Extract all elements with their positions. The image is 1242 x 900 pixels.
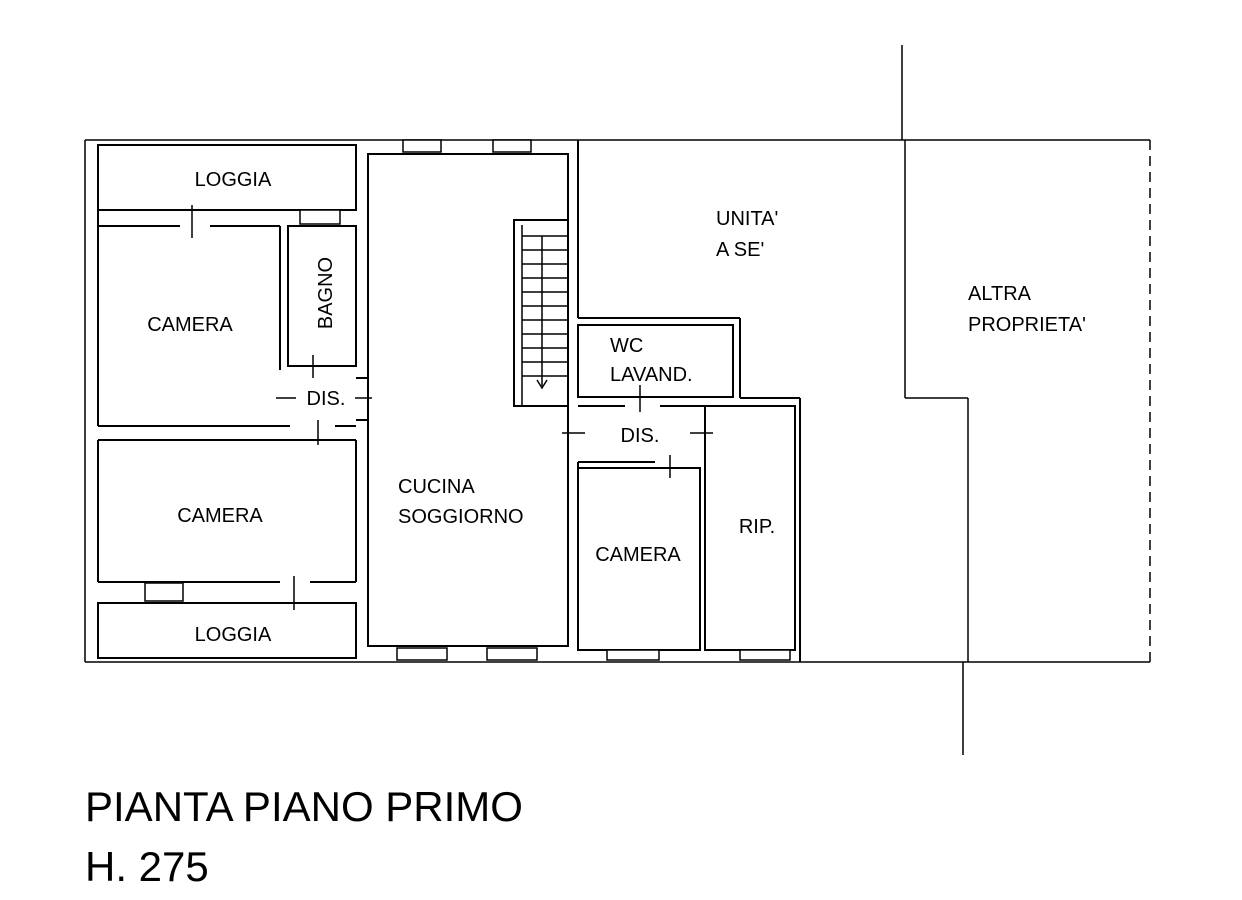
height-label: H. 275 (85, 843, 209, 890)
label-dis-left: DIS. (307, 388, 346, 410)
label-loggia-top: LOGGIA (195, 169, 272, 191)
kitchen-walls (356, 139, 569, 661)
label-rip: RIP. (739, 516, 775, 538)
label-camera-1: CAMERA (147, 314, 233, 336)
neighbour-walls (904, 140, 969, 662)
label-soggiorno: SOGGIORNO (398, 506, 524, 528)
label-camera-3: CAMERA (595, 544, 681, 566)
label-camera-2: CAMERA (177, 505, 263, 527)
staircase (513, 219, 569, 407)
outer-boundary (84, 45, 1151, 755)
label-cucina: CUCINA (398, 476, 475, 498)
label-unita: UNITA' (716, 208, 778, 230)
label-dis-right: DIS. (621, 425, 660, 447)
label-altra: ALTRA (968, 283, 1032, 305)
label-lavand: LAVAND. (610, 364, 693, 386)
label-wc: WC (610, 335, 643, 357)
label-proprieta: PROPRIETA' (968, 314, 1086, 336)
label-a-se: A SE' (716, 239, 764, 261)
label-bagno: BAGNO (315, 257, 337, 329)
label-loggia-bottom: LOGGIA (195, 624, 272, 646)
plan-title: PIANTA PIANO PRIMO (85, 783, 523, 830)
left-wing-walls (97, 144, 372, 659)
right-wing-walls (562, 140, 801, 662)
